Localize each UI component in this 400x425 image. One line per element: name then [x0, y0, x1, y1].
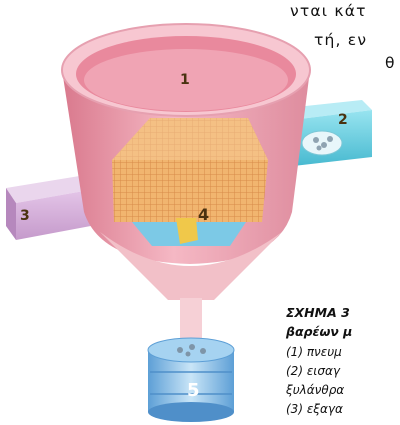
- label-3: 3: [20, 208, 30, 224]
- caption-line-2: (2) εισαγ: [286, 364, 340, 378]
- caption-title-line-2: βαρέων μ: [286, 324, 352, 339]
- label-5: 5: [187, 380, 200, 401]
- caption-title-line-1: ΣΧΗΜΑ 3: [286, 305, 350, 320]
- label-1: 1: [180, 72, 190, 88]
- label-2: 2: [338, 112, 348, 128]
- caption-line-3: ξυλάνθρα: [286, 383, 344, 397]
- caption-line-4: (3) εξαγα: [286, 402, 343, 416]
- caption-line-1: (1) πνευμ: [286, 345, 342, 359]
- label-4: 4: [198, 205, 209, 224]
